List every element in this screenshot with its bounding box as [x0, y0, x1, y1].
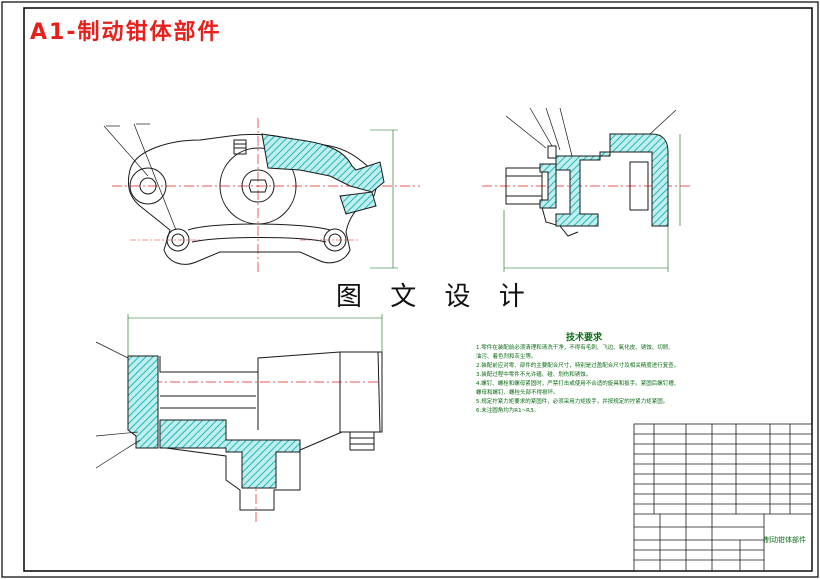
top-view-bracket-section [127, 355, 159, 449]
front-view-dimensions [370, 129, 398, 269]
front-view-section [261, 133, 385, 193]
top-view-leaders [95, 341, 141, 469]
side-view-piston-section [539, 163, 557, 209]
title-block-name: 制动钳体部件 [764, 536, 806, 544]
tech-line: 4.螺钉、螺栓和螺母紧固时，严禁打击或使用不合适的旋具和扳手。紧固后螺钉槽、 [476, 381, 680, 387]
tech-line: 1.零件在装配前必须清理和清洗干净，不得有毛刺、飞边、氧化皮、锈蚀、切屑、 [476, 345, 674, 351]
front-view-leaders [103, 123, 177, 231]
tech-line: 2.装配前应对零、部件的主要配合尺寸，特别是过盈配合尺寸及相关精度进行复查。 [476, 363, 680, 369]
technical-requirements-heading: 技术要求 [566, 333, 603, 343]
tech-line: 5.规定拧紧力矩要求的紧固件，必须采用力矩扳手，并按规定的拧紧力矩紧固。 [476, 399, 669, 405]
drawing-title: A1-制动钳体部件 [30, 20, 222, 45]
inner-frame [23, 7, 813, 572]
tech-line: 6.未注圆角均为R1~R3。 [476, 408, 539, 414]
top-view-bore-section [159, 419, 301, 489]
top-view-dimensions [127, 314, 383, 356]
tech-line: 3.装配过程中零件不允许磕、碰、划伤和锈蚀。 [476, 372, 592, 378]
tech-line: 螺母和螺钉、螺栓头部不得损坏。 [476, 390, 559, 396]
side-view-caliper-section [555, 133, 669, 227]
tech-line: 油污、着色剂和灰尘等。 [476, 354, 537, 360]
title-block [633, 423, 813, 572]
side-view-dimensions [503, 134, 681, 272]
side-view-leaders [505, 107, 677, 157]
front-view-section-lower [339, 191, 377, 215]
watermark-text: 图 文 设 计 [336, 282, 535, 312]
